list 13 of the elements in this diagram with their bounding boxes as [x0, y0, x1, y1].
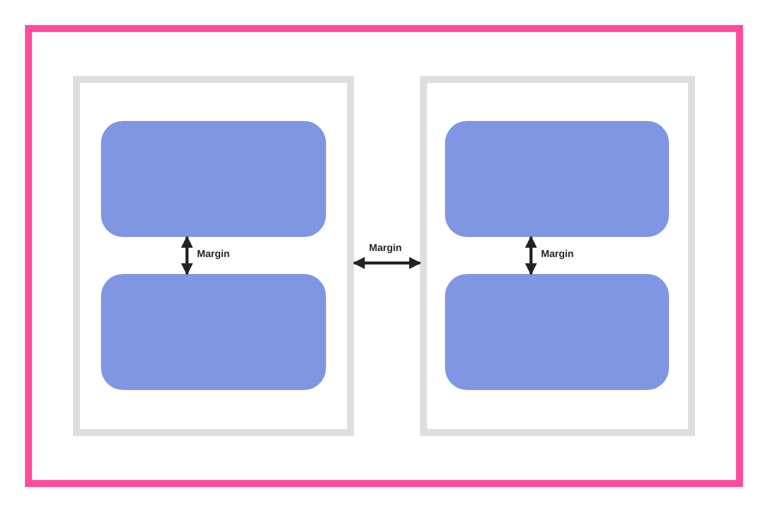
content-block — [445, 274, 669, 390]
double-arrow — [525, 236, 537, 276]
content-block — [445, 121, 669, 237]
column-panel — [73, 76, 354, 436]
edge-label: Margin — [540, 248, 575, 260]
edge-label: Margin — [368, 243, 403, 255]
edge-label: Margin — [196, 248, 231, 260]
column-panel — [420, 76, 695, 436]
double-arrow — [352, 257, 422, 269]
content-block — [101, 121, 326, 237]
double-arrow — [181, 236, 193, 276]
content-block — [101, 274, 326, 390]
page-frame — [25, 25, 743, 487]
